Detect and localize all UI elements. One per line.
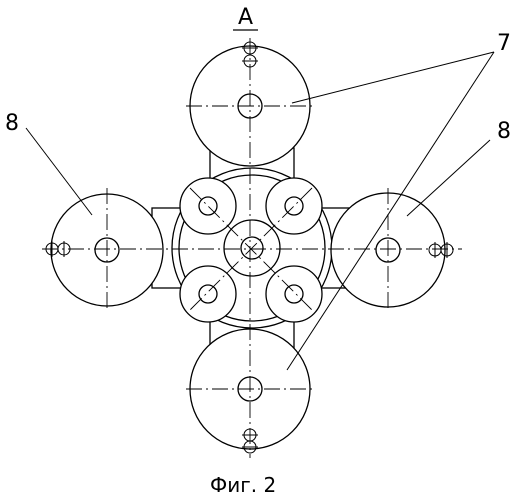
leader-8-right (406, 139, 491, 217)
satellite-lower-left-bore (198, 284, 218, 304)
satellite-rollers (179, 177, 323, 323)
center-shaft-bore (240, 236, 264, 260)
satellite-lower-right (265, 265, 323, 323)
callout-8-right: 8 (497, 119, 511, 144)
satellite-lower-left (179, 265, 237, 323)
diagonal-axis-2 (189, 187, 313, 311)
central-housing-inner-ring (178, 174, 326, 322)
pivot-crosses (51, 47, 448, 448)
satellite-upper-right-bore (284, 196, 304, 216)
satellite-upper-left-bore (198, 196, 218, 216)
leader-7-bottom (286, 51, 495, 371)
callout-7: 7 (497, 31, 511, 56)
leader-lines (25, 51, 495, 371)
center-lines (42, 38, 462, 458)
section-label: A (238, 5, 253, 30)
figure-caption: Фиг. 2 (210, 473, 276, 497)
callout-8-left: 8 (5, 111, 19, 136)
satellite-lower-right-bore (284, 284, 304, 304)
leader-7-top (291, 51, 495, 104)
leader-8-left (25, 127, 93, 216)
